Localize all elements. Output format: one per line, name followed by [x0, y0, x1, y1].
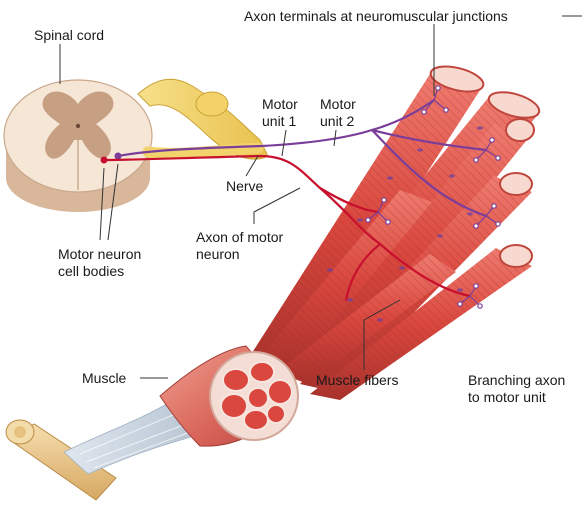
label-branching-axon: Branching axon to motor unit — [468, 372, 565, 406]
label-branching-axon-line-2: to motor unit — [468, 389, 546, 405]
nerve — [137, 78, 269, 160]
label-motor-unit-1: Motor unit 1 — [262, 96, 298, 130]
label-nerve: Nerve — [226, 178, 264, 194]
label-axon-terminals: Axon terminals at neuromuscular junction… — [244, 8, 508, 24]
motor-unit-2-axon — [116, 98, 488, 218]
label-motor-unit-2-line-1: Motor — [320, 96, 356, 112]
motor-unit-1-axon — [102, 154, 472, 302]
label-muscle-fibers: Muscle fibers — [316, 372, 399, 388]
label-motor-unit-2: Motor unit 2 — [320, 96, 356, 130]
label-spinal-cord: Spinal cord — [34, 27, 105, 43]
leader-nerve — [245, 155, 259, 177]
muscle — [5, 345, 299, 501]
spinal-cord — [3, 79, 153, 212]
leader-cell-bodies-b — [107, 163, 119, 241]
leader-lines — [59, 15, 582, 379]
label-motor-unit-1-line-1: Motor — [262, 96, 298, 112]
label-muscle: Muscle — [82, 370, 127, 386]
leader-motor-unit-2 — [333, 129, 337, 147]
label-motor-neuron-cell-bodies: Motor neuron cell bodies — [58, 246, 141, 280]
leader-axon-of-motor-neuron — [253, 187, 301, 224]
label-axon-of-motor-neuron-line-1: Axon of motor — [196, 229, 284, 245]
leader-cell-bodies-a — [99, 167, 105, 241]
label-motor-unit-1-line-2: unit 1 — [262, 113, 297, 129]
label-axon-of-motor-neuron-line-2: neuron — [196, 246, 240, 262]
label-motor-unit-2-line-2: unit 2 — [320, 113, 355, 129]
label-cell-bodies-line-2: cell bodies — [58, 263, 125, 279]
leader-motor-unit-1 — [281, 129, 287, 157]
axon-terminals — [365, 85, 501, 309]
label-axon-of-motor-neuron: Axon of motor neuron — [196, 229, 283, 263]
label-cell-bodies-line-1: Motor neuron — [58, 246, 142, 262]
label-branching-axon-line-1: Branching axon — [468, 372, 566, 388]
